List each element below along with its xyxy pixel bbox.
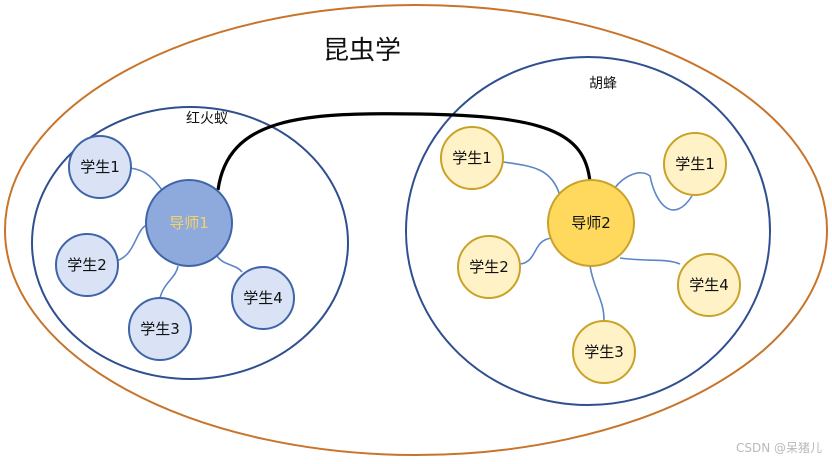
group-ellipse-fire-ant [31, 106, 349, 380]
node-wasp-student-1a: 学生1 [440, 126, 504, 190]
outer-ellipse [4, 4, 828, 456]
node-fire-ant-student-2: 学生2 [55, 233, 119, 297]
node-wasp-student-4: 学生4 [677, 253, 741, 317]
svg-text:学生1: 学生1 [675, 155, 715, 173]
svg-text:学生3: 学生3 [584, 343, 624, 361]
group-ellipse-wasp [405, 56, 771, 406]
node-fire-ant-student-3: 学生3 [128, 297, 192, 361]
svg-text:导师1: 导师1 [169, 214, 209, 232]
svg-text:学生2: 学生2 [67, 256, 107, 274]
link-t2-s1a [502, 161, 561, 197]
link-t1-s4 [216, 255, 243, 273]
diagram-title: 昆虫学 [323, 36, 401, 66]
node-fire-ant-student-1: 学生1 [68, 135, 132, 199]
node-wasp-student-1b: 学生1 [663, 132, 727, 196]
node-wasp-student-2: 学生2 [457, 235, 521, 299]
node-wasp-teacher: 导师2 [547, 179, 635, 267]
link-t1-s3 [159, 265, 179, 299]
group-label-wasp: 胡蜂 [589, 76, 617, 92]
node-fire-ant-student-4: 学生4 [231, 266, 295, 330]
svg-text:学生1: 学生1 [452, 149, 492, 167]
teacher-link [216, 112, 592, 191]
svg-text:学生2: 学生2 [469, 258, 509, 276]
link-t1-s1 [129, 167, 163, 191]
svg-text:学生3: 学生3 [140, 320, 180, 338]
svg-text:学生1: 学生1 [80, 158, 120, 176]
node-wasp-student-3: 学生3 [572, 320, 636, 384]
watermark: CSDN @呆猪儿 [735, 441, 822, 455]
svg-text:学生4: 学生4 [243, 289, 283, 307]
link-t2-s3 [589, 265, 605, 321]
group-label-fire-ant: 红火蚁 [186, 111, 228, 127]
link-t2-s1b [611, 172, 693, 211]
link-t2-s4 [619, 257, 681, 265]
node-fire-ant-teacher: 导师1 [145, 179, 233, 267]
link-t2-s2 [519, 237, 553, 265]
svg-text:学生4: 学生4 [689, 276, 729, 294]
svg-text:导师2: 导师2 [571, 214, 611, 232]
